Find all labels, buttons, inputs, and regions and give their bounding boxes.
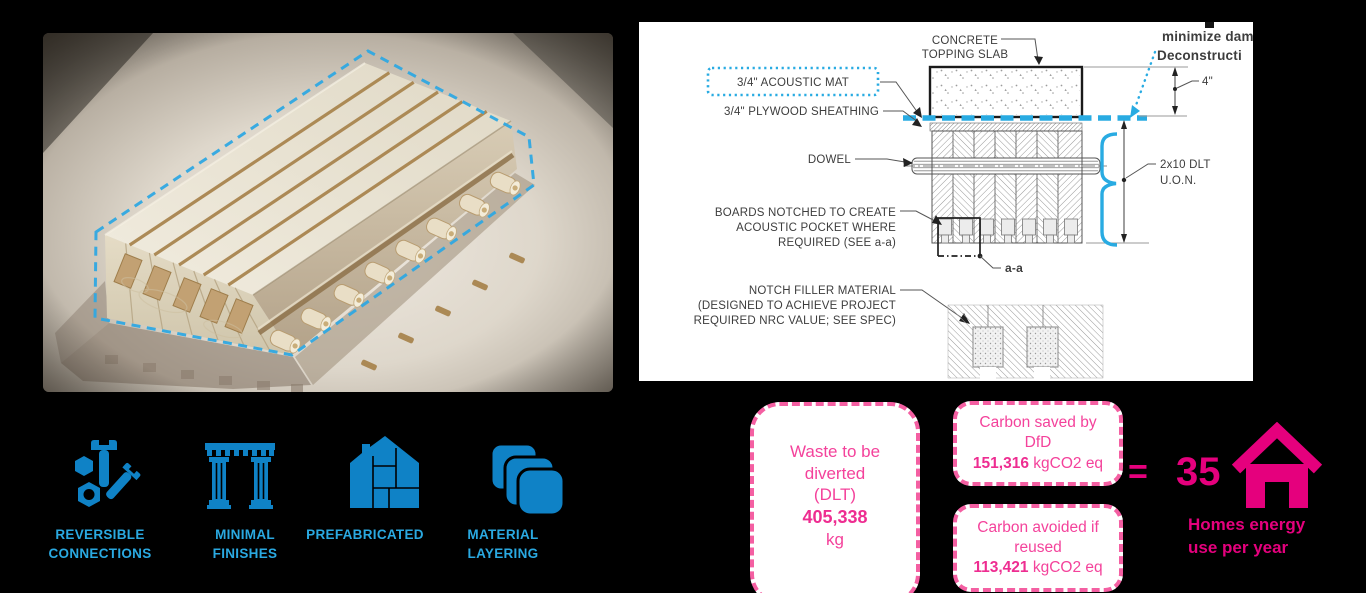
deconstruction-arrow xyxy=(1130,50,1157,118)
svg-text:TOPPING SLAB: TOPPING SLAB xyxy=(922,49,1009,61)
homes-value: 35 xyxy=(1176,450,1221,494)
plywood-sheathing xyxy=(929,122,1083,132)
carbon-avoided-value: 113,421 xyxy=(973,559,1029,577)
notch-filler-detail xyxy=(947,304,1104,379)
dlt-extent-bracket xyxy=(1100,132,1118,247)
svg-text:REQUIRED NRC VALUE; SEE SPEC): REQUIRED NRC VALUE; SEE SPEC) xyxy=(694,315,896,327)
prefab-house-icon xyxy=(350,436,419,508)
equals-sign: = xyxy=(1128,453,1148,491)
waste-diverted-stat: Waste to be diverted (DLT) 405,338 kg xyxy=(750,402,920,593)
carbon-saved-value: 151,316 xyxy=(972,454,1029,472)
waste-value: 405,338 xyxy=(802,507,868,528)
svg-text:3/4" PLYWOOD SHEATHING: 3/4" PLYWOOD SHEATHING xyxy=(724,106,879,118)
acoustic-mat-callout xyxy=(706,66,880,97)
svg-text:DOWEL: DOWEL xyxy=(808,154,852,166)
svg-text:a-a: a-a xyxy=(1005,261,1023,275)
waste-unit: kg xyxy=(826,530,844,550)
svg-text:(DESIGNED TO ACHIEVE PROJECT: (DESIGNED TO ACHIEVE PROJECT xyxy=(698,300,896,312)
dlt-section xyxy=(931,130,1083,244)
svg-text:U.O.N.: U.O.N. xyxy=(1160,175,1196,187)
svg-text:Deconstructi: Deconstructi xyxy=(1157,48,1242,63)
bolts-icon xyxy=(75,440,141,507)
dlt-panel-photo xyxy=(43,33,613,392)
carbon-avoided-stat: Carbon avoided if reused 113,421 kgCO2 e… xyxy=(953,504,1123,592)
feature-label-prefabricated: PREFABRICATED xyxy=(306,527,424,542)
svg-text:NOTCH FILLER MATERIAL: NOTCH FILLER MATERIAL xyxy=(749,285,897,297)
svg-text:REQUIRED (SEE a-a): REQUIRED (SEE a-a) xyxy=(778,237,896,249)
svg-text:4": 4" xyxy=(1202,76,1213,88)
dowel-graphic xyxy=(903,157,1107,175)
layers-icon xyxy=(489,442,566,516)
svg-text:BOARDS NOTCHED TO CREATE: BOARDS NOTCHED TO CREATE xyxy=(715,207,896,219)
carbon-saved-stat: Carbon saved by DfD 151,316 kgCO2 eq xyxy=(953,401,1123,486)
house-icon xyxy=(1231,422,1323,508)
svg-text:3/4" ACOUSTIC MAT: 3/4" ACOUSTIC MAT xyxy=(737,77,849,89)
dlt-detail-diagram: CONCRETE TOPPING SLAB xyxy=(639,22,1253,381)
svg-text:2x10 DLT: 2x10 DLT xyxy=(1160,159,1211,171)
slab-dimension: 4" xyxy=(1084,66,1213,117)
section-marker: a-a xyxy=(937,217,1023,275)
columns-icon xyxy=(205,443,275,509)
dlt-dimension: 2x10 DLT U.O.N. xyxy=(1086,120,1211,244)
svg-text:ACOUSTIC POCKET WHERE: ACOUSTIC POCKET WHERE xyxy=(736,222,896,234)
cut-note: minimize dam xyxy=(1162,29,1253,44)
concrete-label: CONCRETE xyxy=(932,35,998,47)
